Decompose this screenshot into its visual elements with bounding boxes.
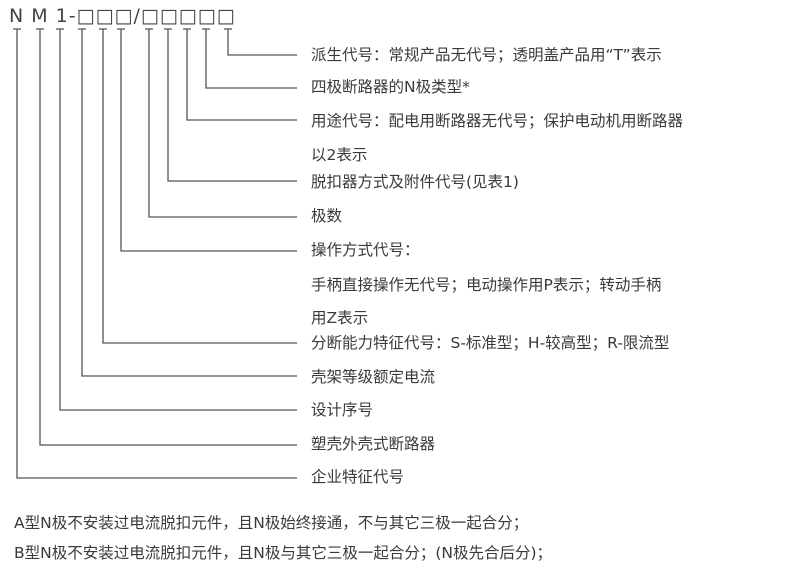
leader-line [78,28,297,377]
leader-line [99,28,297,344]
leader-line [224,28,297,56]
note-type-b: B型N极不安装过电流脱扣元件，且N极与其它三极一起合分；(N极先合后分)； [14,544,553,562]
leader-line [56,28,297,411]
label-derivative-code: 派生代号：常规产品无代号；透明盖产品用“T”表示 [311,46,662,64]
label-design-number: 设计序号 [311,401,374,419]
label-enterprise-code: 企业特征代号 [311,468,405,486]
leader-line [117,28,297,252]
leader-line [183,28,297,121]
label-n-pole-type: 四极断路器的N极类型* [311,78,470,96]
leader-line [202,28,297,89]
label-operation-code: 操作方式代号： [311,241,420,259]
leader-line [145,28,297,218]
leader-line [164,28,297,182]
label-breaking-capacity: 分断能力特征代号：S-标准型；H-较高型；R-限流型 [311,334,670,352]
leader-line [36,28,297,446]
label-usage-code: 用途代号：配电用断路器无代号；保护电动机用断路器 [311,112,684,130]
label-frame-current: 壳架等级额定电流 [311,368,436,386]
label-usage-code-cont: 以2表示 [311,146,368,164]
label-operation-desc-cont: 用Z表示 [311,309,369,327]
label-mccb: 塑壳外壳式断路器 [311,435,436,453]
model-code: N M 1-□□□/□□□□□ [9,5,236,27]
label-poles: 极数 [311,207,343,225]
leader-line [13,28,297,479]
note-type-a: A型N极不安装过电流脱扣元件，且N极始终接通，不与其它三极一起合分； [14,514,529,532]
label-operation-desc: 手柄直接操作无代号；电动操作用P表示；转动手柄 [311,276,662,294]
label-release-code: 脱扣器方式及附件代号(见表1) [311,173,519,191]
